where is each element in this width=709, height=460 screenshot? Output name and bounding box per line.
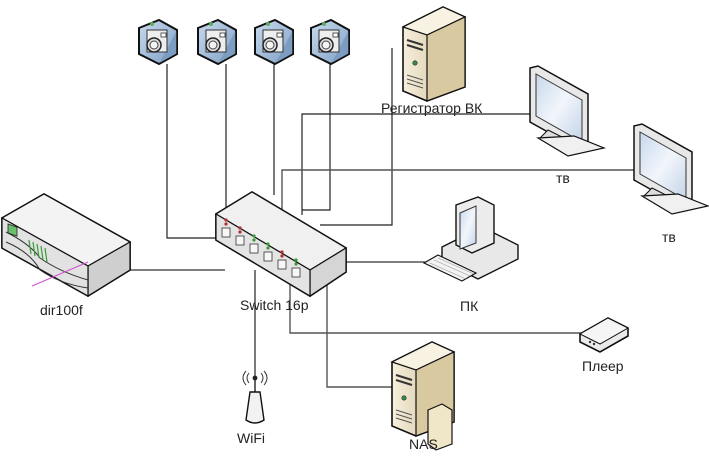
wire-player — [289, 285, 600, 334]
wire-tv1 — [301, 113, 560, 215]
switch-icon[interactable] — [214, 190, 348, 298]
camera-group — [138, 18, 350, 66]
dvr-label: Регистратор ВК — [381, 100, 483, 116]
tv2-monitor-icon[interactable] — [633, 123, 709, 215]
nas-server-icon[interactable] — [390, 341, 456, 451]
wifi-label: WiFi — [237, 430, 265, 446]
camera-icon[interactable] — [310, 18, 350, 66]
wifi-antenna-icon[interactable] — [242, 370, 268, 424]
wire-camera-4 — [302, 64, 331, 211]
dvr-server-icon[interactable] — [401, 6, 467, 102]
tv1-label: тв — [556, 170, 570, 186]
player-icon[interactable] — [578, 317, 630, 353]
player-label: Плеер — [582, 358, 624, 374]
camera-icon[interactable] — [138, 18, 178, 66]
switch-label: Switch 16p — [240, 297, 309, 313]
camera-icon[interactable] — [254, 18, 294, 66]
router-label: dir100f — [40, 302, 83, 318]
wire-dvr — [320, 48, 393, 226]
nas-label: NAS — [409, 436, 438, 452]
camera-icon[interactable] — [197, 18, 237, 66]
tv1-monitor-icon[interactable] — [529, 65, 607, 157]
wire-camera-1 — [166, 64, 222, 239]
tv2-label: тв — [662, 229, 676, 245]
wire-nas — [326, 275, 392, 388]
pc-icon[interactable] — [422, 196, 519, 282]
router-icon[interactable] — [0, 192, 132, 298]
pc-label: ПК — [460, 298, 479, 314]
